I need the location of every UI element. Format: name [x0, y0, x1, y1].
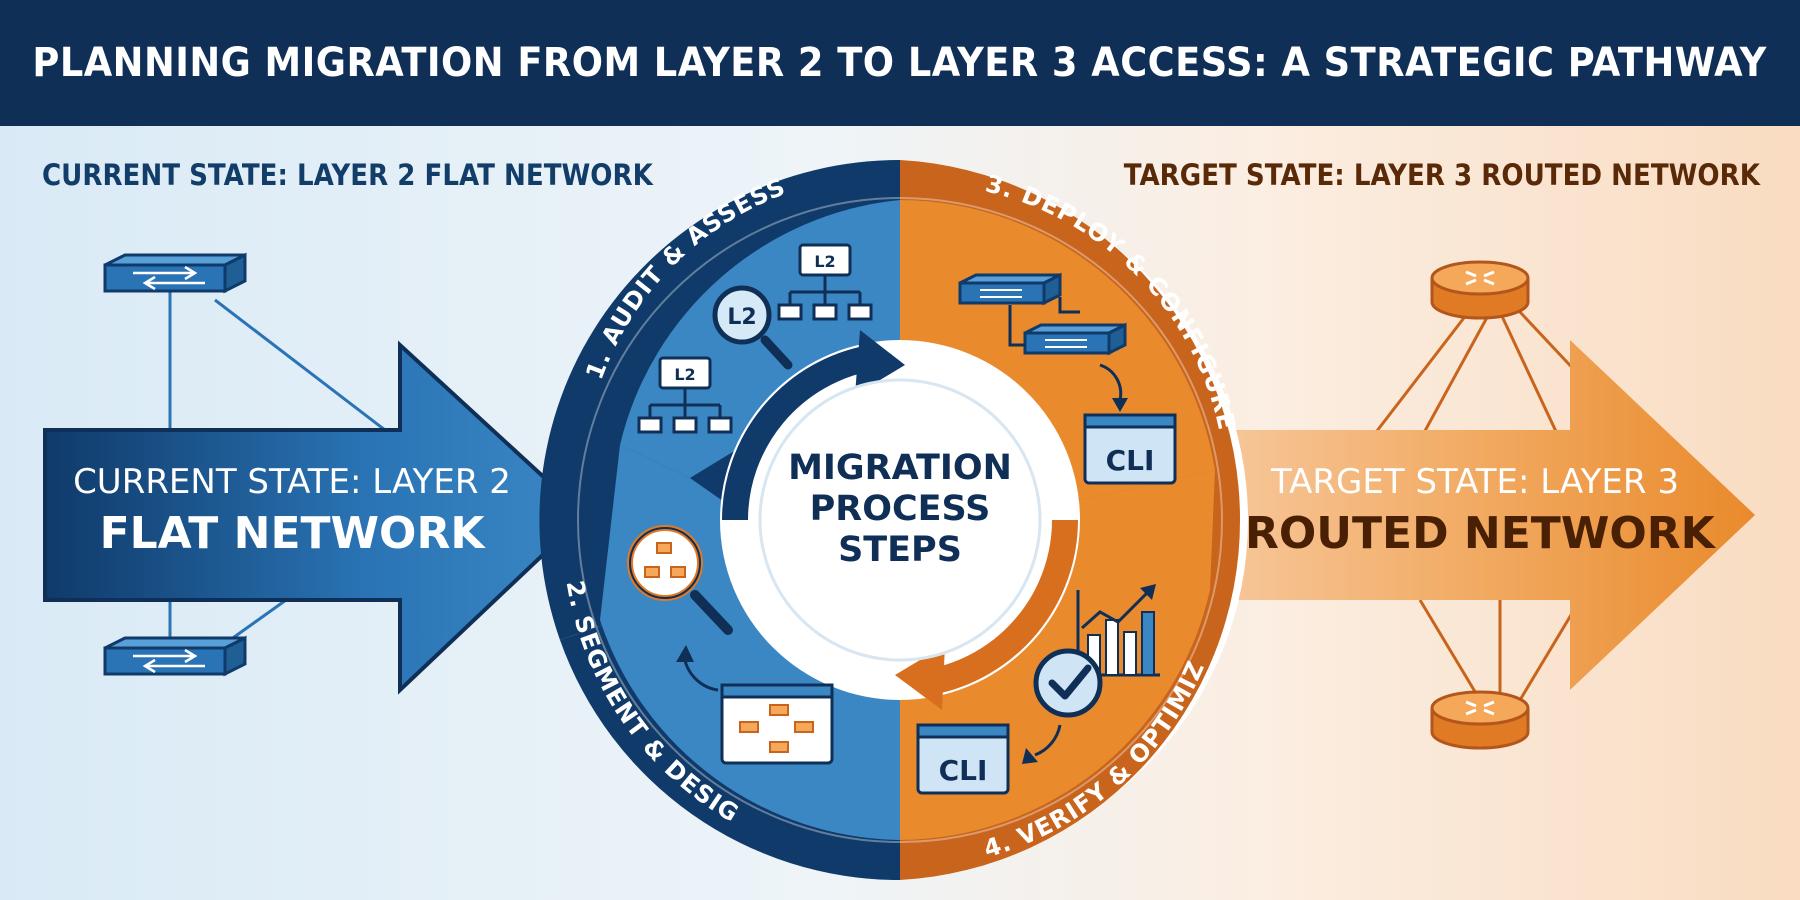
checkmark-icon — [1033, 648, 1103, 718]
cli-label: CLI — [1106, 444, 1155, 477]
terminal-icon — [1083, 413, 1177, 485]
layer2-switch-icon — [103, 252, 247, 294]
cli-label: CLI — [939, 754, 988, 787]
l2-label: L2 — [727, 305, 756, 330]
target-state-arrow-label: TARGET STATE: LAYER 3 ROUTED NETWORK — [1245, 462, 1715, 559]
layer3-router-icon — [1430, 690, 1530, 750]
workflow-window-icon — [720, 683, 834, 765]
connector-line — [1008, 297, 1080, 347]
l2-label: L2 — [814, 252, 835, 271]
target-state-line1: TARGET STATE: LAYER 3 — [1271, 462, 1679, 502]
l2-label: L2 — [674, 365, 695, 384]
curved-arrow-icon — [1099, 363, 1128, 412]
curved-arrow-icon — [676, 645, 719, 692]
switch-icon — [1023, 322, 1127, 356]
target-state-arrow — [1220, 340, 1755, 690]
search-flow-icon — [627, 525, 733, 635]
layer3-router-icon — [1430, 260, 1530, 320]
layer2-switch-icon — [103, 635, 247, 677]
magnifier-icon — [712, 285, 793, 370]
current-state-arrow-label: CURRENT STATE: LAYER 2 FLAT NETWORK — [62, 462, 522, 559]
current-state-heading: CURRENT STATE: LAYER 2 FLAT NETWORK — [42, 158, 653, 192]
target-state-line2: ROUTED NETWORK — [1245, 508, 1715, 559]
terminal-icon — [916, 723, 1010, 795]
curved-arrow-icon — [1022, 724, 1062, 764]
title-banner: PLANNING MIGRATION FROM LAYER 2 TO LAYER… — [0, 0, 1800, 126]
page-title: PLANNING MIGRATION FROM LAYER 2 TO LAYER… — [32, 40, 1768, 86]
target-state-heading: TARGET STATE: LAYER 3 ROUTED NETWORK — [1123, 158, 1760, 192]
switch-icon — [958, 272, 1062, 306]
hierarchy-icon — [637, 243, 873, 434]
current-state-line1: CURRENT STATE: LAYER 2 — [73, 462, 511, 502]
current-state-line2: FLAT NETWORK — [99, 508, 485, 559]
current-state-arrow — [43, 340, 588, 695]
process-center-label: MIGRATION PROCESS STEPS — [788, 448, 1012, 570]
